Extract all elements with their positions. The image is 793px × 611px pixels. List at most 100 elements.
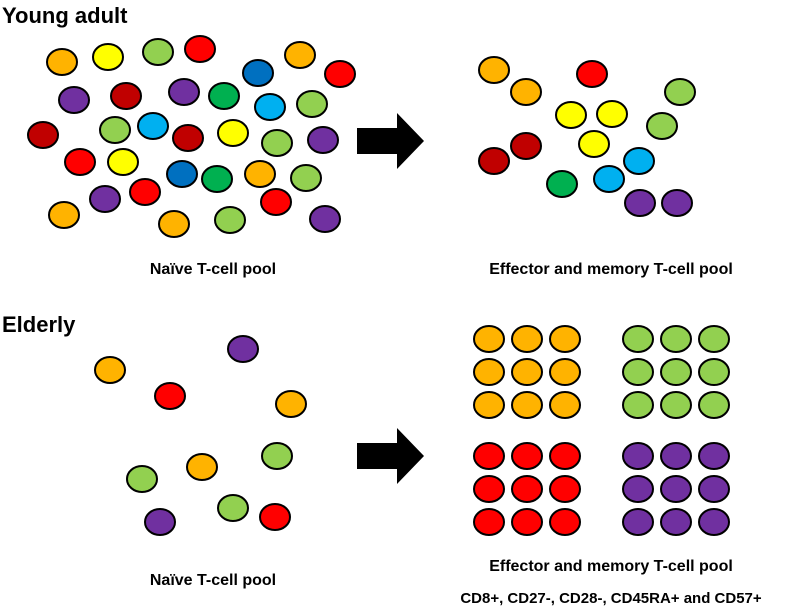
elderly-effector-cell [549, 508, 581, 536]
young-naive-cell [89, 185, 121, 213]
young-effector-cell [623, 147, 655, 175]
young-naive-cell [137, 112, 169, 140]
young-effector-cell [555, 101, 587, 129]
young-naive-cell [129, 178, 161, 206]
elderly-naive-cell [259, 503, 291, 531]
young-adult-heading: Young adult [2, 3, 128, 28]
young-effector-caption: Effector and memory T-cell pool [489, 261, 733, 278]
elderly-effector-cell [473, 442, 505, 470]
young-naive-cell [46, 48, 78, 76]
elderly-effector-cell [660, 508, 692, 536]
elderly-naive-cell [154, 382, 186, 410]
young-naive-cell [242, 59, 274, 87]
elderly-naive-cell [186, 453, 218, 481]
elderly-effector-cell [473, 358, 505, 386]
elderly-naive-cell [261, 442, 293, 470]
elderly-effector-cell [473, 391, 505, 419]
young-effector-cell [478, 56, 510, 84]
young-naive-cell [214, 206, 246, 234]
elderly-effector-cell [660, 475, 692, 503]
young-naive-cell [64, 148, 96, 176]
elderly-effector-cell [622, 325, 654, 353]
young-naive-cell [201, 165, 233, 193]
elderly-effector-cell [698, 358, 730, 386]
cells-layer [27, 35, 730, 536]
young-naive-cell [284, 41, 316, 69]
elderly-effector-cell [511, 475, 543, 503]
elderly-effector-cell [622, 358, 654, 386]
elderly-effector-cell [698, 442, 730, 470]
elderly-effector-cell [660, 442, 692, 470]
elderly-effector-cell [698, 325, 730, 353]
elderly-effector-cell [698, 508, 730, 536]
young-effector-cell [596, 100, 628, 128]
young-naive-cell [324, 60, 356, 88]
young-effector-cell [510, 132, 542, 160]
elderly-effector-cell [473, 508, 505, 536]
elderly-effector-cell [511, 358, 543, 386]
young-naive-cell [58, 86, 90, 114]
elderly-effector-cell [473, 475, 505, 503]
young-effector-cell [546, 170, 578, 198]
young-naive-caption: Naïve T-cell pool [150, 261, 276, 278]
young-effector-cell [576, 60, 608, 88]
young-naive-cell [184, 35, 216, 63]
elderly-effector-caption: Effector and memory T-cell pool [489, 558, 733, 575]
elderly-naive-caption: Naïve T-cell pool [150, 572, 276, 589]
young-naive-cell [92, 43, 124, 71]
young-naive-cell [110, 82, 142, 110]
young-naive-cell [168, 78, 200, 106]
elderly-effector-cell [549, 442, 581, 470]
elderly-arrow-icon [357, 428, 424, 484]
young-naive-cell [290, 164, 322, 192]
young-naive-cell [172, 124, 204, 152]
elderly-effector-cell [549, 391, 581, 419]
young-naive-cell [217, 119, 249, 147]
elderly-effector-cell [622, 508, 654, 536]
young-effector-cell [478, 147, 510, 175]
elderly-naive-cell [144, 508, 176, 536]
young-effector-cell [510, 78, 542, 106]
young-naive-cell [309, 205, 341, 233]
young-naive-cell [254, 93, 286, 121]
young-naive-cell [260, 188, 292, 216]
elderly-naive-cell [94, 356, 126, 384]
young-naive-cell [107, 148, 139, 176]
elderly-effector-cell [698, 391, 730, 419]
young-effector-cell [624, 189, 656, 217]
elderly-effector-cell [511, 325, 543, 353]
elderly-naive-cell [227, 335, 259, 363]
young-naive-cell [158, 210, 190, 238]
young-naive-cell [48, 201, 80, 229]
elderly-naive-cell [275, 390, 307, 418]
young-effector-cell [646, 112, 678, 140]
elderly-effector-cell [698, 475, 730, 503]
young-effector-cell [578, 130, 610, 158]
elderly-phenotype-caption: CD8+, CD27-, CD28-, CD45RA+ and CD57+ [460, 590, 762, 607]
elderly-effector-cell [660, 358, 692, 386]
young-naive-cell [99, 116, 131, 144]
elderly-effector-cell [549, 475, 581, 503]
elderly-effector-cell [549, 325, 581, 353]
elderly-naive-cell [217, 494, 249, 522]
young-effector-cell [664, 78, 696, 106]
elderly-effector-cell [622, 475, 654, 503]
young-naive-cell [27, 121, 59, 149]
elderly-effector-cell [622, 391, 654, 419]
elderly-heading: Elderly [2, 312, 76, 337]
young-naive-cell [142, 38, 174, 66]
elderly-effector-cell [511, 442, 543, 470]
young-naive-cell [166, 160, 198, 188]
elderly-effector-cell [473, 325, 505, 353]
young-effector-cell [593, 165, 625, 193]
elderly-effector-cell [511, 508, 543, 536]
young-naive-cell [296, 90, 328, 118]
young-arrow-icon [357, 113, 424, 169]
elderly-effector-cell [511, 391, 543, 419]
young-naive-cell [244, 160, 276, 188]
elderly-effector-cell [660, 391, 692, 419]
young-effector-cell [661, 189, 693, 217]
young-naive-cell [307, 126, 339, 154]
